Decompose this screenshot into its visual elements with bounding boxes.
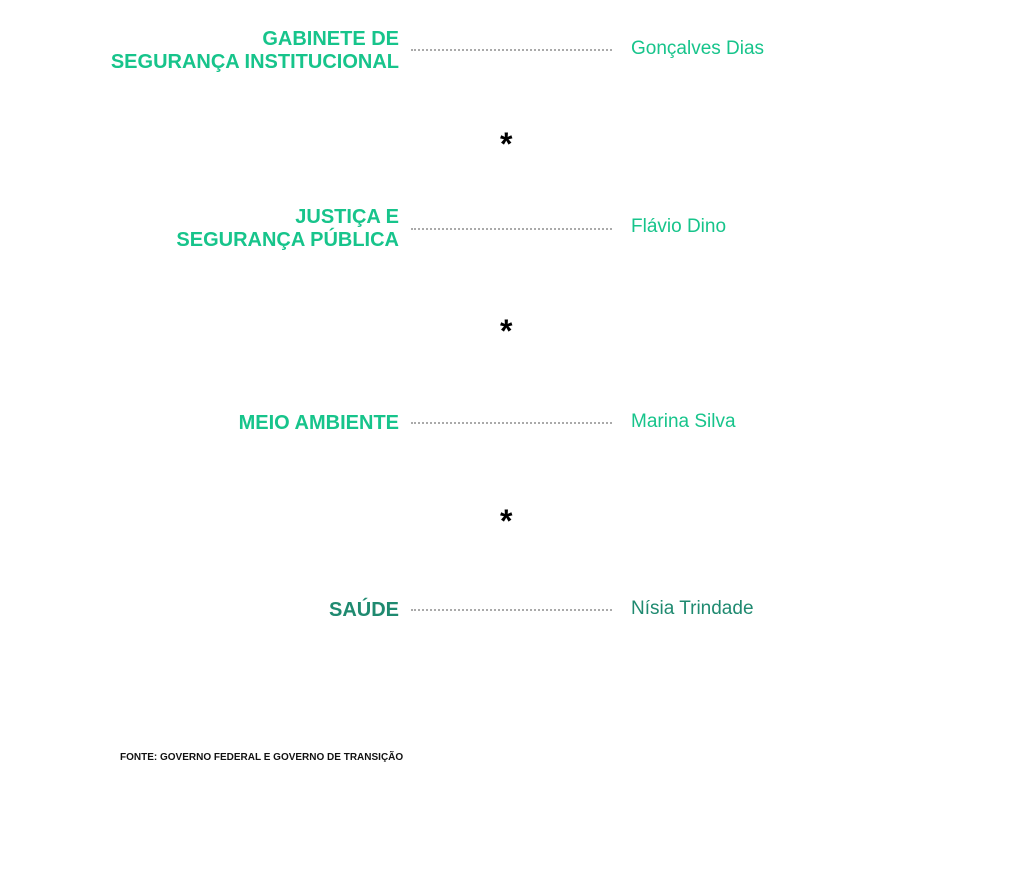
asterisk-separator: * xyxy=(500,126,513,162)
ministry-label: SAÚDE xyxy=(328,599,399,621)
ministry-line: JUSTIÇA E xyxy=(295,206,399,228)
minister-name: Nísia Trindade xyxy=(631,598,754,619)
asterisk-separator: * xyxy=(500,313,513,349)
dotted-connector xyxy=(411,49,612,51)
dotted-connector xyxy=(411,609,612,611)
asterisk-separator: * xyxy=(500,503,513,539)
minister-name: Marina Silva xyxy=(631,411,736,432)
ministry-label: MEIO AMBIENTE xyxy=(238,412,399,434)
minister-name: Gonçalves Dias xyxy=(631,38,765,59)
minister-name: Flávio Dino xyxy=(631,216,727,237)
dotted-connector xyxy=(411,422,612,424)
ministry-line: SEGURANÇA PÚBLICA xyxy=(176,229,399,251)
source-note: FONTE: GOVERNO FEDERAL E GOVERNO DE TRAN… xyxy=(120,752,404,763)
ministry-line: GABINETE DE xyxy=(262,28,399,50)
ministry-line: SEGURANÇA INSTITUCIONAL xyxy=(110,51,399,73)
dotted-connector xyxy=(411,228,612,230)
